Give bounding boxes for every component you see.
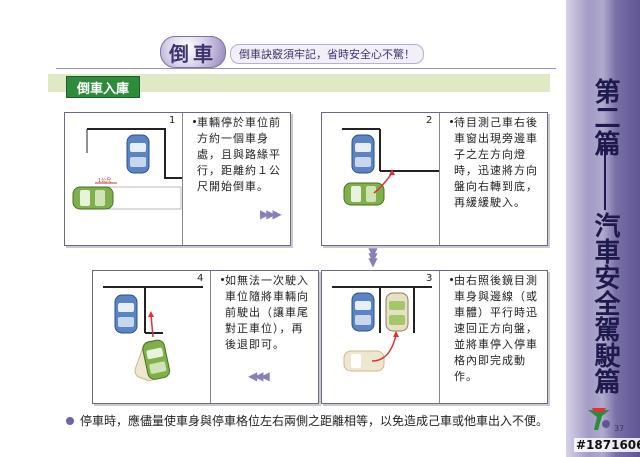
step-3-illustration (322, 271, 440, 403)
step-number: 1 (169, 115, 176, 126)
step-panel-4: 4 如無法一次駛入車位隨將車輛向前駛出（讓車尾對正車位），再後退即可。 (92, 270, 319, 404)
section-tag: 倒車入庫 (66, 76, 141, 98)
green-car-parked (385, 292, 409, 332)
ghost-car (343, 350, 385, 372)
bullet-icon (221, 278, 224, 281)
page-subtitle: 倒車訣竅須牢記，省時安全心不驚！ (230, 44, 424, 64)
path-arrow (371, 334, 397, 362)
side-band-highlight (588, 0, 616, 457)
section-bar (48, 74, 550, 92)
side-band (566, 0, 640, 457)
parked-blue-car (351, 292, 375, 332)
step-number: 3 (426, 273, 433, 284)
step-text: 車輛停於車位前方約一個車身處，且與路緣平行，距離約１公尺開始倒車。 (197, 116, 281, 193)
green-car (343, 182, 385, 206)
target-space-outline (104, 186, 182, 210)
footer-note: 停車時，應儘量使車身與停車格位左右兩側之距離相等，以免造成己車或他車出入不便。 (66, 412, 548, 429)
parked-blue-car (351, 134, 375, 174)
step-1-diagram (72, 128, 182, 210)
step-4-diagram (103, 286, 203, 382)
step-4-illustration (93, 271, 211, 403)
step-number: 2 (426, 115, 433, 126)
distance-label: 1公尺 (98, 178, 112, 184)
path-arrow (150, 314, 154, 338)
header-divider (56, 68, 556, 69)
step-panel-2: 2 待目測己車右後車窗出現旁邊車子之左方向燈時，迅速將方向盤向右轉到底，再緩緩駛… (321, 112, 548, 246)
bullet-icon (450, 120, 453, 123)
arrow-left-icon: ◀◀◀ (248, 369, 270, 383)
step-number: 4 (197, 273, 204, 284)
step-panel-1: 1公尺 1 車輛停於車位前方約一個車身處，且與路緣平行，距離約１公尺開始倒車。 (64, 112, 291, 246)
parked-blue-car (114, 294, 138, 334)
arrow-head (389, 169, 395, 175)
bullet-icon (450, 278, 453, 281)
logo-icon (588, 408, 610, 430)
step-text: 由右照後鏡目測車身與邊線（或車體）平行時迅速回正方向盤，並將車停入停車格內即完成… (454, 274, 538, 383)
green-car (142, 339, 171, 380)
curb-line (87, 128, 182, 179)
bullet-icon (193, 120, 196, 123)
page-number: 37 (614, 424, 625, 433)
chapter-divider (604, 140, 606, 210)
step-panel-3: 3 由右照後鏡目測車身與邊線（或車體）平行時迅速回正方向盤，並將車停入停車格內即… (321, 270, 548, 404)
footer-note-text: 停車時，應儘量使車身與停車格位左右兩側之距離相等，以免造成己車或他車出入不便。 (80, 414, 549, 428)
step-2-diagram (342, 128, 439, 206)
topic-title: 汽車安全駕駛篇 (590, 212, 620, 394)
arrow-head (393, 331, 399, 337)
arrow-head (148, 311, 154, 317)
step-1-illustration: 1公尺 (65, 113, 183, 245)
watermark: #1871606 (574, 438, 640, 452)
step-2-illustration (322, 113, 440, 245)
green-car (72, 186, 114, 210)
step-text: 待目測己車右後車窗出現旁邊車子之左方向燈時，迅速將方向盤向右轉到底，再緩緩駛入。 (454, 116, 538, 209)
page-title: 倒車 (160, 36, 226, 68)
parked-blue-car (126, 134, 150, 174)
arrow-right-icon: ▶▶▶ (260, 207, 282, 221)
step-text: 如無法一次駛入車位隨將車輛向前駛出（讓車尾對正車位），再後退即可。 (225, 274, 309, 351)
arrow-down-icon: ▼▼▼ (368, 245, 378, 269)
step-3-diagram (332, 286, 432, 372)
bullet-icon (66, 416, 74, 425)
